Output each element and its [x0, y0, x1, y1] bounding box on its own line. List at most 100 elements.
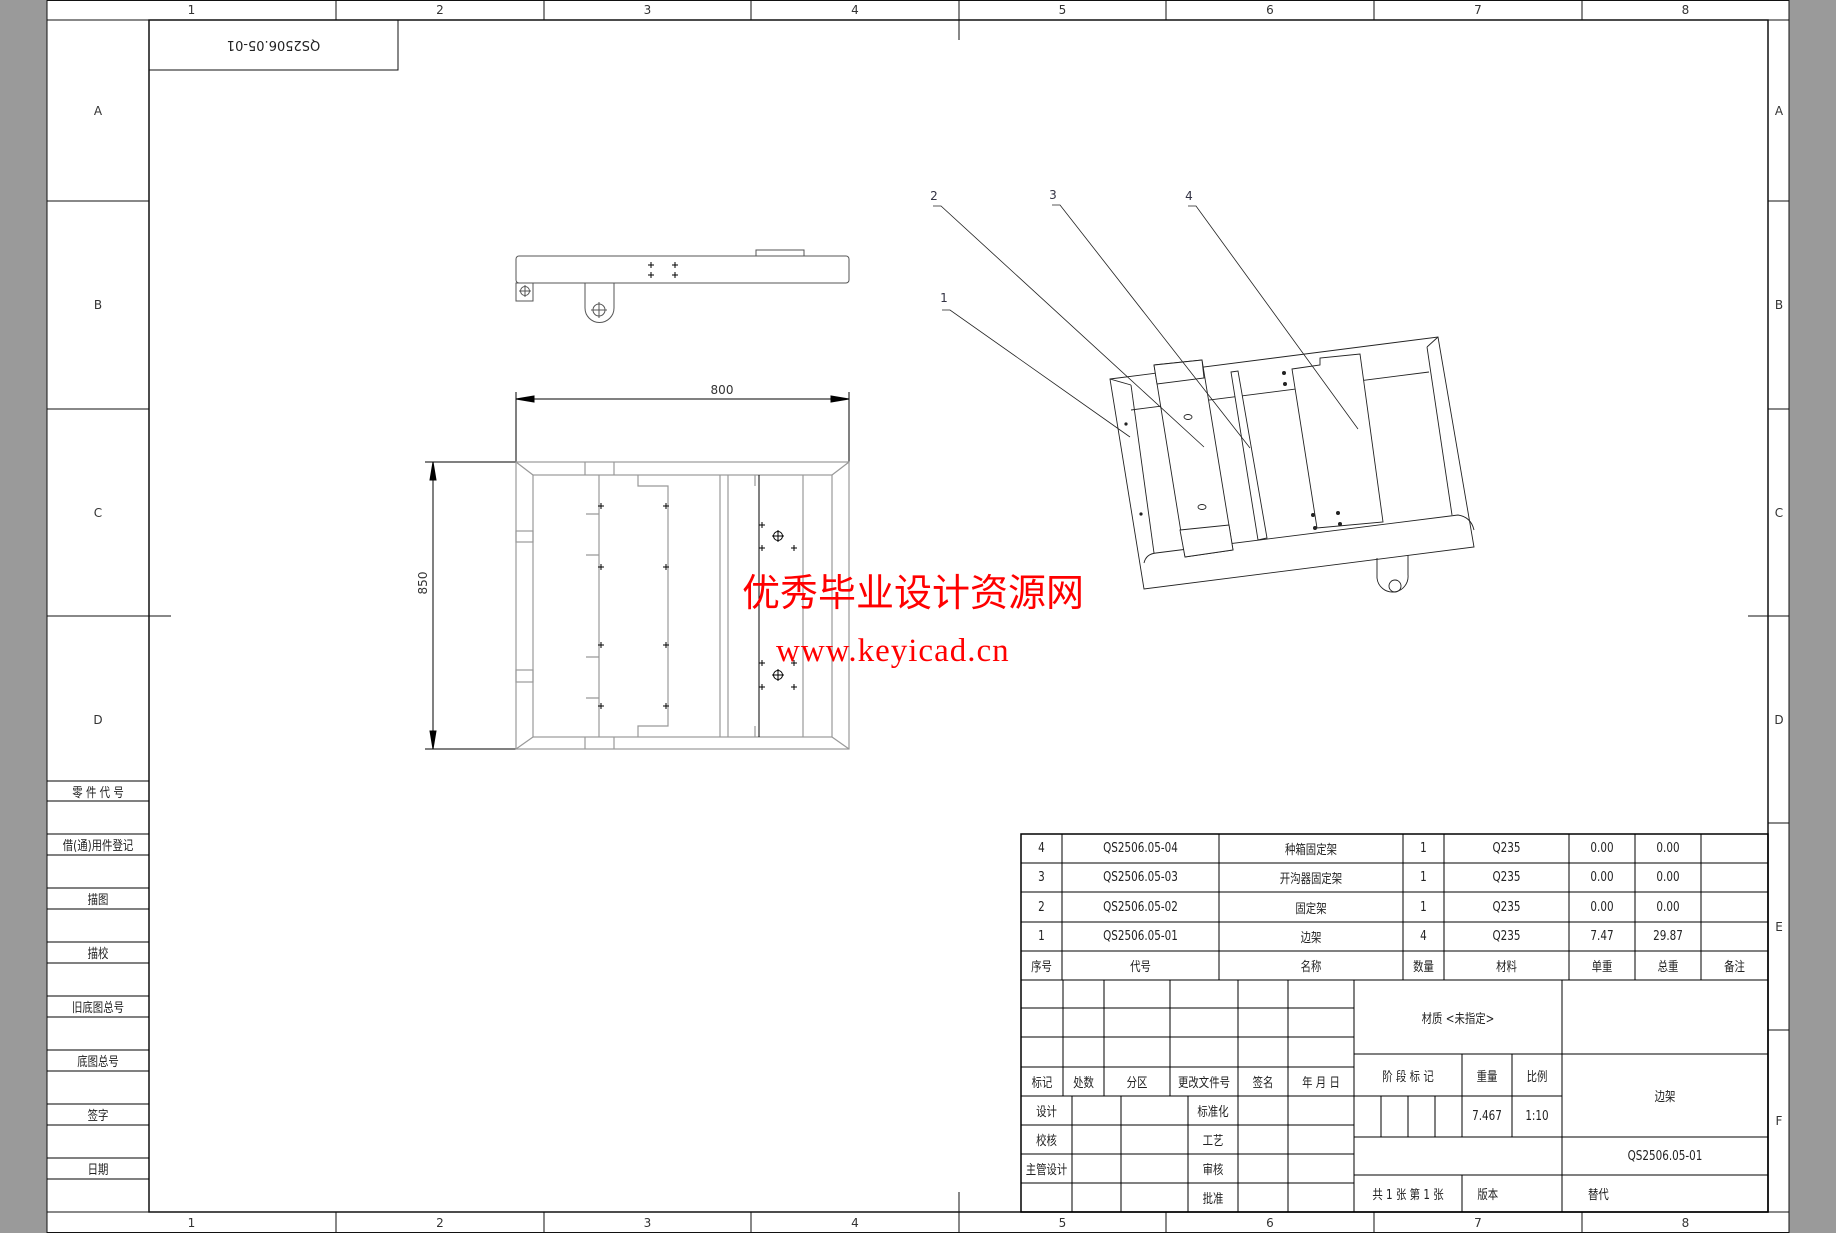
left-column-label: 旧底图总号: [71, 1000, 124, 1016]
isometric-view: [1109, 336, 1475, 593]
grid-column-label-top: 7: [1474, 3, 1482, 17]
grid-column-label-bottom: 5: [1058, 1216, 1067, 1230]
grid-row-label-right: D: [1774, 712, 1784, 727]
grid-column-label-bottom: 2: [436, 1216, 444, 1230]
grid-row-label-left: C: [93, 505, 103, 520]
grid-row-label-right: E: [1775, 919, 1783, 934]
bom-cell: 29.87: [1653, 929, 1683, 944]
bom-cell: QS2506.05-01: [1103, 929, 1178, 944]
signature-label: 设计: [1036, 1105, 1057, 1120]
bom-cell: QS2506.05-04: [1103, 841, 1178, 856]
change-record-header: 分区: [1126, 1076, 1148, 1091]
approval-label: 批准: [1202, 1192, 1224, 1207]
bom-cell: Q235: [1492, 899, 1521, 915]
bom-cell: [1708, 892, 1762, 922]
left-column-lines: [47, 780, 149, 1180]
grid-column-label-bottom: 7: [1474, 1216, 1482, 1230]
bom-cell: [1708, 834, 1762, 863]
grid-column-label-bottom: 3: [643, 1216, 652, 1230]
grid-column-label-bottom: 8: [1681, 1216, 1690, 1230]
bom-header: 单重: [1591, 960, 1613, 975]
grid-row-label-left: D: [93, 712, 103, 727]
grid-row-label-right: A: [1774, 103, 1784, 118]
bom-cell: 开沟器固定架: [1279, 872, 1343, 887]
drawing-code-stamp-box: [148, 19, 399, 71]
approval-label: 标准化: [1197, 1105, 1229, 1120]
scale-label: 比例: [1526, 1069, 1548, 1085]
watermark-title: 优秀毕业设计资源网: [742, 571, 1085, 615]
weight-label: 重量: [1476, 1069, 1498, 1085]
bom-cell: 0.00: [1590, 841, 1614, 856]
grid-column-label-top: 8: [1681, 3, 1690, 17]
signature-label: [1026, 1183, 1067, 1212]
grid-column-label-top: 2: [436, 3, 444, 17]
zone-grid-lines: [47, 0, 1789, 1233]
grid-column-label-top: 5: [1058, 3, 1067, 17]
change-record-header: 标记: [1031, 1076, 1053, 1091]
bom-cell: 0.00: [1656, 899, 1680, 915]
bom-cell: 0.00: [1590, 870, 1614, 885]
bom-cell: [1708, 863, 1762, 892]
grid-column-label-bottom: 4: [851, 1216, 859, 1230]
bom-header: 总重: [1657, 960, 1679, 975]
grid-column-label-bottom: 1: [187, 1216, 196, 1230]
bom-header: 数量: [1413, 960, 1434, 975]
top-view: [515, 249, 850, 323]
grid-column-label-top: 3: [643, 3, 652, 17]
left-column-label: 签字: [87, 1108, 109, 1124]
bom-cell: 1: [1420, 899, 1427, 915]
balloon-leaders: [933, 204, 1359, 449]
grid-row-label-left: A: [93, 103, 103, 118]
grid-column-label-bottom: 6: [1266, 1216, 1274, 1230]
left-column-label: 描校: [87, 946, 109, 962]
bom-header: 代号: [1130, 960, 1151, 975]
approval-label: 工艺: [1202, 1134, 1224, 1149]
bom-cell: 4: [1420, 929, 1427, 944]
left-column-label: 零 件 代 号: [72, 785, 124, 801]
bom-cell: 3: [1038, 870, 1045, 885]
title-block-lines: [1020, 833, 1769, 1213]
bom-header: 序号: [1031, 960, 1052, 975]
signature-label: 校核: [1036, 1134, 1057, 1149]
dimension-height-label: 850: [416, 571, 430, 595]
balloon-4: 4: [1185, 189, 1193, 203]
left-column-label: 日期: [87, 1162, 109, 1178]
change-record-header: 年 月 日: [1302, 1076, 1340, 1091]
bom-cell: 4: [1038, 841, 1045, 856]
bom-header: 备注: [1724, 960, 1745, 975]
version-label: 版本: [1477, 1188, 1499, 1203]
front-view: [425, 392, 850, 750]
bom-cell: 1: [1420, 870, 1427, 885]
stage-mark-label: 阶 段 标 记: [1382, 1069, 1434, 1085]
grid-row-label-right: B: [1774, 298, 1784, 312]
grid-row-label-left: B: [93, 298, 103, 312]
dimension-850-lines: [425, 461, 516, 750]
left-column-label: 借(通)用件登记: [62, 838, 134, 854]
scale-value: 1:10: [1525, 1109, 1549, 1124]
bom-cell: 7.47: [1590, 929, 1614, 944]
bom-cell: 固定架: [1295, 901, 1327, 917]
balloon-3: 3: [1049, 188, 1057, 202]
left-column-label: 底图总号: [77, 1054, 119, 1070]
change-record-header: 处数: [1073, 1076, 1094, 1091]
material-field: 材质 <未指定>: [1421, 1011, 1495, 1027]
bom-cell: QS2506.05-03: [1103, 870, 1178, 885]
bom-cell: 种箱固定架: [1284, 843, 1337, 858]
bom-cell: 0.00: [1656, 841, 1680, 856]
balloon-1: 1: [940, 291, 948, 305]
watermark-url: www.keyicad.cn: [776, 633, 1010, 669]
change-record-header: 更改文件号: [1177, 1076, 1230, 1091]
signature-label: 主管设计: [1025, 1163, 1068, 1178]
bom-cell: 边架: [1300, 931, 1322, 946]
bom-cell: 1: [1420, 841, 1427, 856]
bom-cell: Q235: [1492, 841, 1521, 856]
grid-row-label-right: F: [1775, 1114, 1783, 1128]
bom-cell: [1708, 922, 1762, 951]
bom-cell: Q235: [1492, 929, 1521, 944]
left-column-label: 描图: [87, 892, 109, 908]
bom-cell: 2: [1038, 899, 1045, 915]
bom-header: 材料: [1496, 960, 1517, 975]
grid-column-label-top: 4: [851, 3, 859, 17]
bom-header: 名称: [1300, 960, 1322, 975]
